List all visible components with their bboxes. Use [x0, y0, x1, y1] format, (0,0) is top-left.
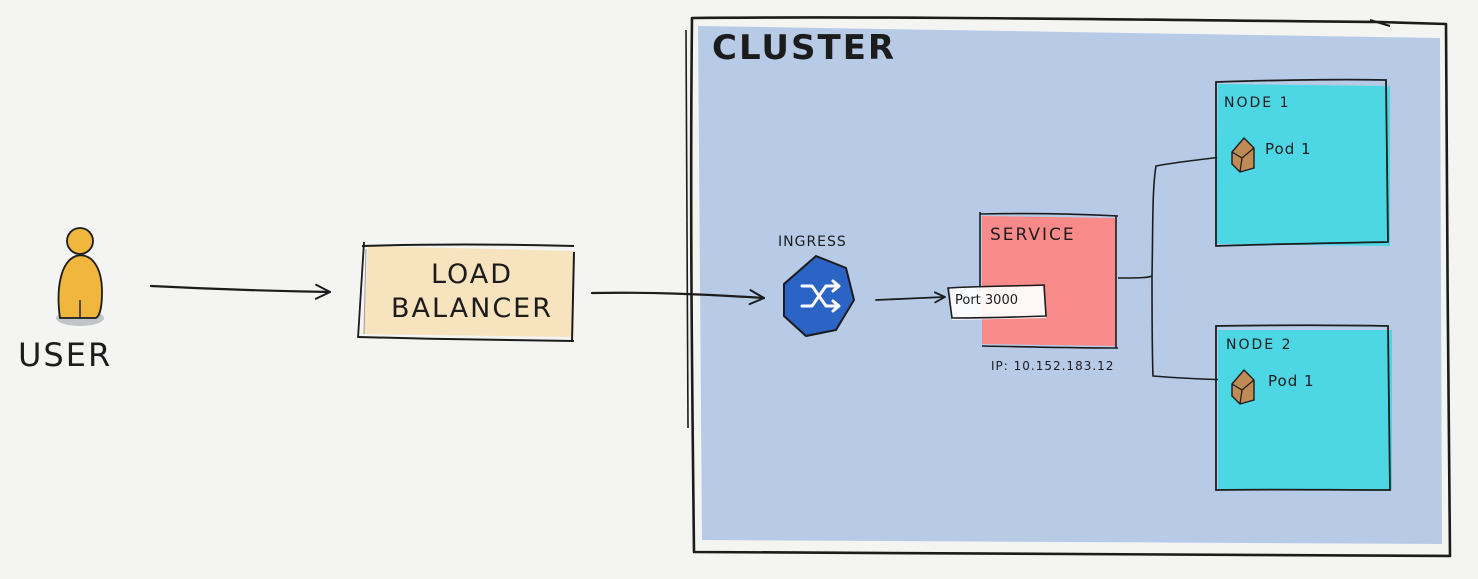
node-2-label: NODE 2 [1226, 337, 1293, 353]
ingress-label: INGRESS [778, 234, 847, 250]
service-label: SERVICE [990, 225, 1076, 245]
arrow-load-balancer-to-ingress [590, 289, 766, 306]
user-label: USER [18, 336, 113, 374]
node-1-label: NODE 1 [1224, 95, 1291, 111]
load-balancer-label: LOAD BALANCER [391, 259, 553, 324]
service-port-label: Port 3000 [955, 293, 1018, 308]
node-1-box [1215, 78, 1390, 247]
arrow-service-to-node-2 [1151, 275, 1230, 386]
arrow-ingress-to-service [875, 291, 946, 304]
pod-box-icon [1231, 136, 1255, 173]
node-1-pod-label: Pod 1 [1265, 140, 1312, 158]
service-node-connectors [1117, 151, 1230, 386]
load-balancer-box [357, 241, 575, 343]
pod-box-icon [1231, 368, 1255, 405]
arrow-service-to-node-1 [1151, 151, 1230, 277]
node-2-box [1215, 324, 1392, 491]
cluster-label: CLUSTER [712, 28, 897, 68]
person-icon [56, 227, 104, 326]
port-tag [947, 284, 1047, 320]
service-ip-label: IP: 10.152.183.12 [991, 359, 1115, 373]
arrow-user-to-load-balancer [149, 283, 332, 300]
node-2-pod-label: Pod 1 [1268, 372, 1315, 390]
shuffle-icon [800, 279, 841, 313]
